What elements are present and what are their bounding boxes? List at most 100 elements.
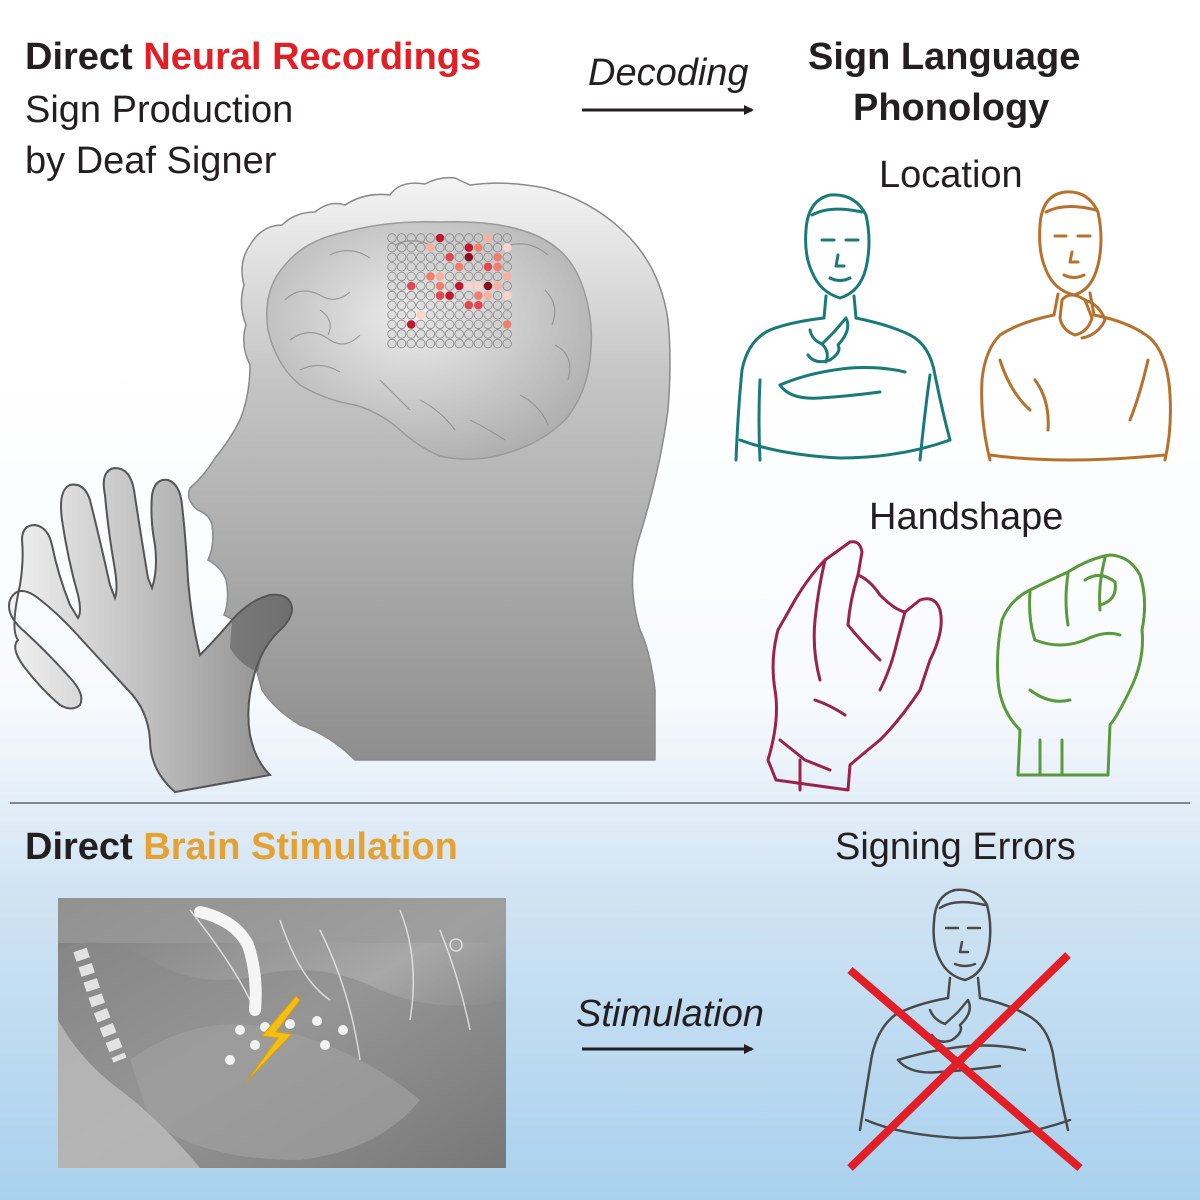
electrode <box>464 233 474 243</box>
electrode <box>454 310 464 320</box>
electrode <box>406 262 416 272</box>
electrode <box>502 310 512 320</box>
electrode <box>483 252 493 262</box>
electrode <box>406 310 416 320</box>
electrode <box>396 281 407 291</box>
electrode <box>483 262 493 272</box>
electrode <box>406 233 416 243</box>
electrode <box>396 310 407 320</box>
electrode <box>483 319 493 330</box>
electrode <box>473 310 484 320</box>
electrode <box>502 338 512 349</box>
electrode <box>426 243 435 252</box>
electrode <box>435 262 445 272</box>
electrode <box>444 242 455 253</box>
electrode <box>425 233 436 243</box>
electrode <box>416 242 426 253</box>
electrode <box>435 329 445 339</box>
electrode <box>493 262 502 272</box>
electrode <box>396 300 407 310</box>
electrode <box>464 262 474 272</box>
electrode <box>425 281 436 291</box>
electrode <box>416 310 426 320</box>
electrode <box>406 271 416 282</box>
electrode <box>492 233 503 243</box>
electrode <box>396 338 407 349</box>
electrode <box>426 272 435 281</box>
electrode <box>435 310 445 320</box>
electrode <box>444 262 455 272</box>
electrode <box>454 242 464 253</box>
electrode <box>387 310 397 320</box>
electrode <box>444 271 455 282</box>
electrode <box>444 338 455 349</box>
stimulation-title: Direct Brain Stimulation <box>25 824 458 870</box>
electrode <box>464 310 474 320</box>
electrode <box>454 252 464 262</box>
stimulation-title-prefix: Direct <box>25 826 133 868</box>
electrode <box>454 290 464 301</box>
handshape-icon-1 <box>766 540 943 792</box>
electrode <box>483 310 493 320</box>
electrode <box>464 271 474 282</box>
electrode <box>396 233 407 243</box>
electrode <box>454 233 464 243</box>
electrode <box>483 271 493 282</box>
electrode <box>435 272 445 281</box>
electrode <box>387 338 397 349</box>
electrode <box>445 291 454 300</box>
electrode <box>483 291 493 300</box>
electrode <box>492 242 503 253</box>
handshape-label: Handshape <box>869 496 1064 538</box>
neural-title-prefix: Direct <box>25 36 133 78</box>
electrode <box>473 262 484 272</box>
neural-subtitle-2: by Deaf Signer <box>25 140 277 182</box>
signing-errors-label: Signing Errors <box>835 826 1076 868</box>
electrode <box>406 290 416 301</box>
electrode <box>474 281 483 291</box>
neural-title-highlight: Neural Recordings <box>143 36 482 78</box>
cross-icon <box>847 952 1083 1172</box>
electrode <box>492 300 503 310</box>
electrode <box>396 242 407 253</box>
neural-subtitle-1: Sign Production <box>25 89 294 131</box>
electrode <box>435 338 445 349</box>
electrode <box>454 329 464 339</box>
electrode <box>502 329 512 339</box>
electrode <box>483 233 493 243</box>
electrode <box>483 281 493 291</box>
electrode <box>387 271 397 282</box>
electrode <box>416 338 426 349</box>
electrode <box>473 329 484 339</box>
electrode <box>416 300 426 310</box>
electrode <box>492 329 503 339</box>
electrode <box>454 300 464 310</box>
electrode <box>444 281 455 291</box>
electrode <box>502 300 512 310</box>
electrode <box>492 271 503 282</box>
electrode <box>435 319 445 330</box>
electrode <box>464 243 474 252</box>
electrode <box>387 233 397 243</box>
thumb-overlap <box>230 594 292 672</box>
electrode <box>464 329 474 339</box>
electrode <box>387 300 397 310</box>
electrode <box>473 271 484 282</box>
electrode <box>502 233 512 243</box>
electrode <box>425 338 436 349</box>
electrode <box>454 262 464 272</box>
electrode <box>464 281 474 291</box>
electrode <box>493 281 502 291</box>
electrode <box>454 271 464 282</box>
electrode <box>492 290 503 301</box>
electrode <box>416 233 426 243</box>
electrode <box>502 272 512 281</box>
electrode <box>502 252 512 262</box>
electrode <box>502 291 512 300</box>
electrode <box>406 338 416 349</box>
electrode <box>502 320 512 329</box>
electrode <box>425 319 436 330</box>
electrode <box>435 300 445 310</box>
electrode <box>493 252 502 262</box>
